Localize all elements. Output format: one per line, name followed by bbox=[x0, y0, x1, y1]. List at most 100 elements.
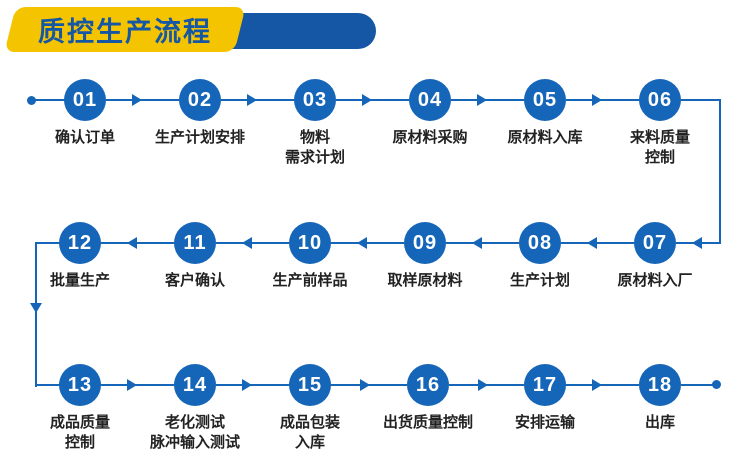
step-label: 原材料采购 bbox=[392, 129, 468, 146]
arrow-left-icon bbox=[242, 237, 252, 249]
step-label: 原材料入厂 bbox=[617, 272, 693, 289]
step-number-badge: 13 bbox=[59, 364, 101, 406]
step-label: 取样原材料 bbox=[387, 272, 463, 289]
arrow-left-icon bbox=[357, 237, 367, 249]
step-label: 批量生产 bbox=[49, 272, 110, 289]
arrow-right-icon bbox=[132, 94, 142, 106]
step-number: 06 bbox=[647, 88, 673, 111]
connector-line bbox=[336, 99, 409, 101]
step-number-badge: 01 bbox=[64, 79, 106, 121]
step-number-badge: 17 bbox=[524, 364, 566, 406]
connector-line bbox=[566, 99, 639, 101]
step-number: 07 bbox=[642, 231, 668, 254]
flow-step-09: 09 取样原材料 bbox=[365, 222, 485, 291]
flow-step-05: 05 原材料入库 bbox=[485, 79, 605, 148]
step-number-badge: 10 bbox=[289, 222, 331, 264]
step-number-badge: 15 bbox=[289, 364, 331, 406]
flow-step-03: 03 物料 需求计划 bbox=[255, 79, 375, 169]
step-number-badge: 16 bbox=[407, 364, 449, 406]
connector-line bbox=[446, 242, 519, 244]
arrow-right-icon bbox=[478, 379, 488, 391]
flow-step-08: 08 生产计划 bbox=[480, 222, 600, 291]
arrow-left-icon bbox=[127, 237, 137, 249]
step-label: 成品质量 控制 bbox=[49, 414, 110, 452]
arrow-right-icon bbox=[127, 379, 137, 391]
connector-line bbox=[36, 242, 60, 244]
step-number-badge: 06 bbox=[639, 79, 681, 121]
arrow-right-icon bbox=[362, 94, 372, 106]
step-number: 13 bbox=[67, 373, 93, 396]
connector-line bbox=[36, 384, 60, 386]
step-number-badge: 18 bbox=[639, 364, 681, 406]
connector-line bbox=[106, 99, 179, 101]
flow-step-07: 07 原材料入厂 bbox=[595, 222, 715, 291]
step-number-badge: 07 bbox=[634, 222, 676, 264]
step-number: 04 bbox=[417, 88, 443, 111]
connector-line bbox=[566, 384, 639, 386]
step-number: 12 bbox=[67, 231, 93, 254]
arrow-right-icon bbox=[592, 94, 602, 106]
step-number-badge: 03 bbox=[294, 79, 336, 121]
connector-line bbox=[35, 242, 37, 387]
arrow-right-icon bbox=[242, 379, 252, 391]
end-dot-icon bbox=[712, 380, 721, 389]
step-number: 17 bbox=[532, 373, 558, 396]
flow-step-16: 16 出货质量控制 bbox=[368, 364, 488, 433]
step-number: 11 bbox=[183, 231, 207, 254]
step-number: 15 bbox=[297, 373, 323, 396]
arrow-right-icon bbox=[247, 94, 257, 106]
step-number: 01 bbox=[72, 88, 98, 111]
connector-line bbox=[681, 99, 721, 101]
flow-step-14: 14 老化测试 脉冲输入测试 bbox=[135, 364, 255, 454]
connector-line bbox=[101, 242, 174, 244]
step-number: 02 bbox=[187, 88, 213, 111]
arrow-right-icon bbox=[477, 94, 487, 106]
arrow-right-icon bbox=[360, 379, 370, 391]
flow-step-11: 11 客户确认 bbox=[135, 222, 255, 291]
connector-line bbox=[101, 384, 174, 386]
step-label: 物料 需求计划 bbox=[284, 129, 345, 167]
step-label: 原材料入库 bbox=[507, 129, 583, 146]
flow-step-01: 01 确认订单 bbox=[25, 79, 145, 148]
header-badge: 质控生产流程 bbox=[4, 7, 246, 52]
step-label: 出库 bbox=[644, 414, 675, 431]
step-number-badge: 05 bbox=[524, 79, 566, 121]
connector-line bbox=[216, 242, 289, 244]
flow-step-18: 18 出库 bbox=[600, 364, 720, 433]
step-label: 生产前样品 bbox=[272, 272, 348, 289]
flow-step-13: 13 成品质量 控制 bbox=[20, 364, 140, 454]
step-number-badge: 14 bbox=[174, 364, 216, 406]
arrow-left-icon bbox=[692, 237, 702, 249]
connector-line bbox=[221, 99, 294, 101]
step-number: 09 bbox=[412, 231, 438, 254]
step-number-badge: 11 bbox=[174, 222, 216, 264]
connector-line bbox=[681, 384, 715, 386]
flow-step-12: 12 批量生产 bbox=[20, 222, 140, 291]
connector-line bbox=[35, 99, 65, 101]
connector-line bbox=[561, 242, 634, 244]
flow-step-17: 17 安排运输 bbox=[485, 364, 605, 433]
flow-step-04: 04 原材料采购 bbox=[370, 79, 490, 148]
step-label: 出货质量控制 bbox=[382, 414, 473, 431]
step-number: 08 bbox=[527, 231, 553, 254]
step-label: 客户确认 bbox=[164, 272, 225, 289]
step-number: 05 bbox=[532, 88, 558, 111]
step-number-badge: 02 bbox=[179, 79, 221, 121]
arrow-right-icon bbox=[592, 379, 602, 391]
page-title: 质控生产流程 bbox=[38, 17, 212, 47]
start-dot-icon bbox=[27, 96, 36, 105]
flow-step-06: 06 来料质量 控制 bbox=[600, 79, 720, 169]
step-label: 确认订单 bbox=[54, 129, 115, 146]
step-label: 成品包装 入库 bbox=[279, 414, 340, 452]
connector-line bbox=[719, 99, 721, 244]
step-number: 14 bbox=[182, 373, 208, 396]
arrow-left-icon bbox=[472, 237, 482, 249]
step-label: 安排运输 bbox=[514, 414, 575, 431]
arrow-down-icon bbox=[30, 303, 42, 313]
step-number-badge: 12 bbox=[59, 222, 101, 264]
connector-line bbox=[331, 242, 404, 244]
step-number-badge: 08 bbox=[519, 222, 561, 264]
step-number: 18 bbox=[647, 373, 673, 396]
arrow-left-icon bbox=[587, 237, 597, 249]
